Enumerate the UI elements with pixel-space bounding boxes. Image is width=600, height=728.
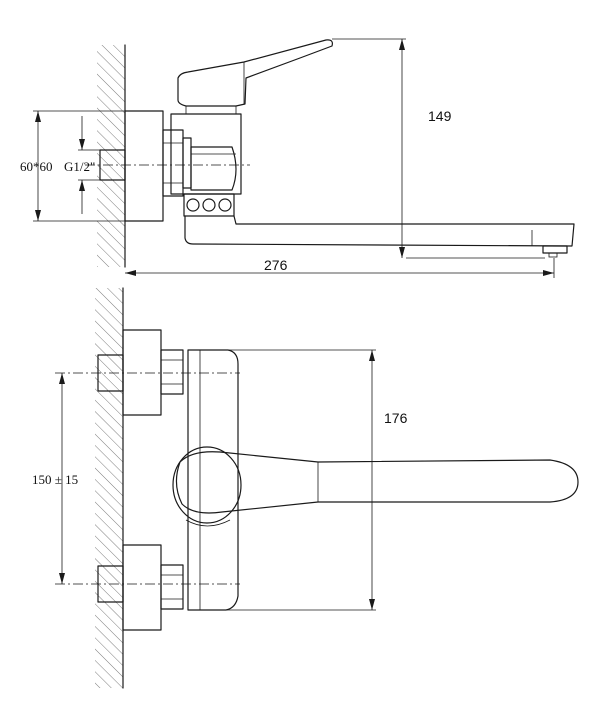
swivel-collar [183,193,235,217]
front-view: 176 150 ± 15 [32,287,579,689]
lever-handle-front [175,451,579,514]
dim-label-150: 150 ± 15 [32,472,78,487]
dim-label-60x60: 60*60 [20,159,53,174]
upper-flange [122,329,162,416]
wall-hatch-top [97,45,125,267]
side-view: 149 276 60*60 G1/2" [20,38,575,278]
lever-handle-side [177,39,333,107]
handle-hub [172,446,242,524]
upper-nut [160,349,184,395]
dim-label-276: 276 [264,257,288,273]
eccentric-fitting [182,137,192,189]
collar-bead-1 [186,198,200,212]
flange-top [124,110,164,222]
dim-label-149: 149 [428,108,452,124]
aerator-outlet [542,245,568,254]
dim-label-thread: G1/2" [64,159,95,174]
lower-nut [160,564,184,610]
wall-hatch-bottom [95,288,123,688]
lower-flange [122,544,162,631]
dim-label-176: 176 [384,410,408,426]
connector-nut [162,129,184,197]
collar-bead-2 [202,198,216,212]
cartridge-cap [190,146,237,191]
collar-bead-3 [218,198,232,212]
spout-side [184,215,575,247]
faucet-body-front [187,349,239,611]
